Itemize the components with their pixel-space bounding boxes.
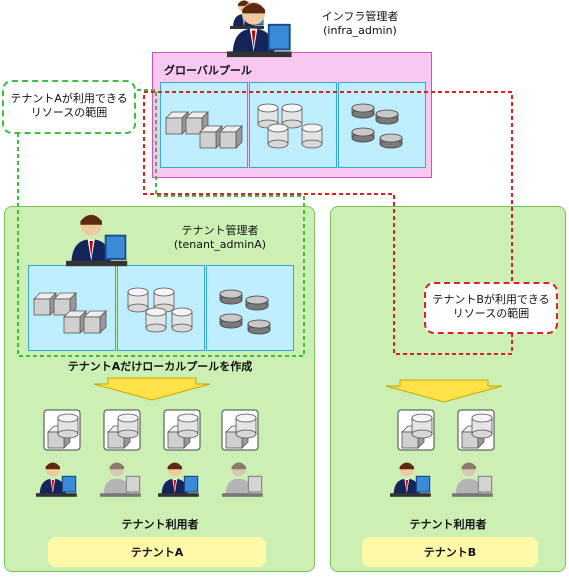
tenant-a-users-label: テナント利用者 xyxy=(121,518,199,531)
tenant-b-users-label: テナント利用者 xyxy=(409,518,487,531)
tenant-b-scope-line2: リソースの範囲 xyxy=(452,307,530,320)
tenant-admin-id: (tenant_adminA) xyxy=(173,238,267,251)
tenant-admin-title: テナント管理者 xyxy=(181,224,259,237)
tenant-a-box xyxy=(48,537,266,567)
tenant-a-scope-line2: リソースの範囲 xyxy=(30,106,108,119)
infra-admin-title: インフラ管理者 xyxy=(321,10,399,23)
infra-admin-id: (infra_admin) xyxy=(323,24,397,37)
global-network-cell xyxy=(338,82,426,168)
tenant-a-scope-line1: テナントAが利用できる xyxy=(10,92,128,105)
local-pool-caption: テナントAだけローカルプールを作成 xyxy=(67,360,253,373)
tenant-b-box xyxy=(362,537,538,567)
global-pool-label: グローバルプール xyxy=(164,64,252,77)
tenant-b-scope-callout xyxy=(424,282,558,334)
tenant-b-name: テナントB xyxy=(423,546,477,559)
tenant-a-scope-callout xyxy=(2,80,136,134)
tenant-a-name: テナントA xyxy=(130,546,184,559)
tenant-b-scope-line1: テナントBが利用できる xyxy=(432,293,550,306)
